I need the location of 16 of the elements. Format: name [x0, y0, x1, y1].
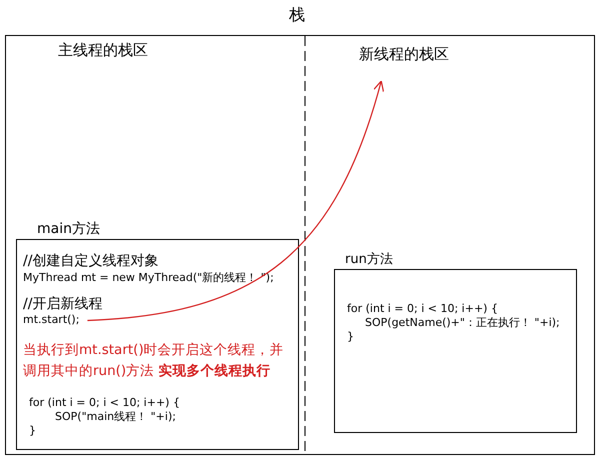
code-line: }	[29, 424, 36, 437]
code-line: }	[347, 330, 354, 343]
region-heading: 主线程的栈区	[58, 41, 148, 60]
code-line: for (int i = 0; i < 10; i++) {	[29, 396, 180, 409]
method-heading: run方法	[345, 251, 393, 268]
code-line: SOP("main线程！ "+i);	[55, 408, 176, 424]
code-line: SOP(getName()+"：正在执行！ "+i);	[365, 315, 560, 330]
method-heading: main方法	[37, 220, 100, 238]
code-line: mt.start();	[23, 313, 80, 326]
code-line: for (int i = 0; i < 10; i++) {	[347, 302, 498, 315]
region-heading: 新线程的栈区	[359, 45, 449, 64]
box-heading: 栈	[289, 5, 305, 26]
code-comment: //开启新线程	[23, 295, 102, 313]
annotation-text: 当执行到mt.start()时会开启这个线程，并调用其中的run()方法 实现多个线程执行	[23, 341, 285, 381]
code-comment: //创建自定义线程对象	[23, 252, 158, 270]
arrow	[87, 80, 384, 322]
